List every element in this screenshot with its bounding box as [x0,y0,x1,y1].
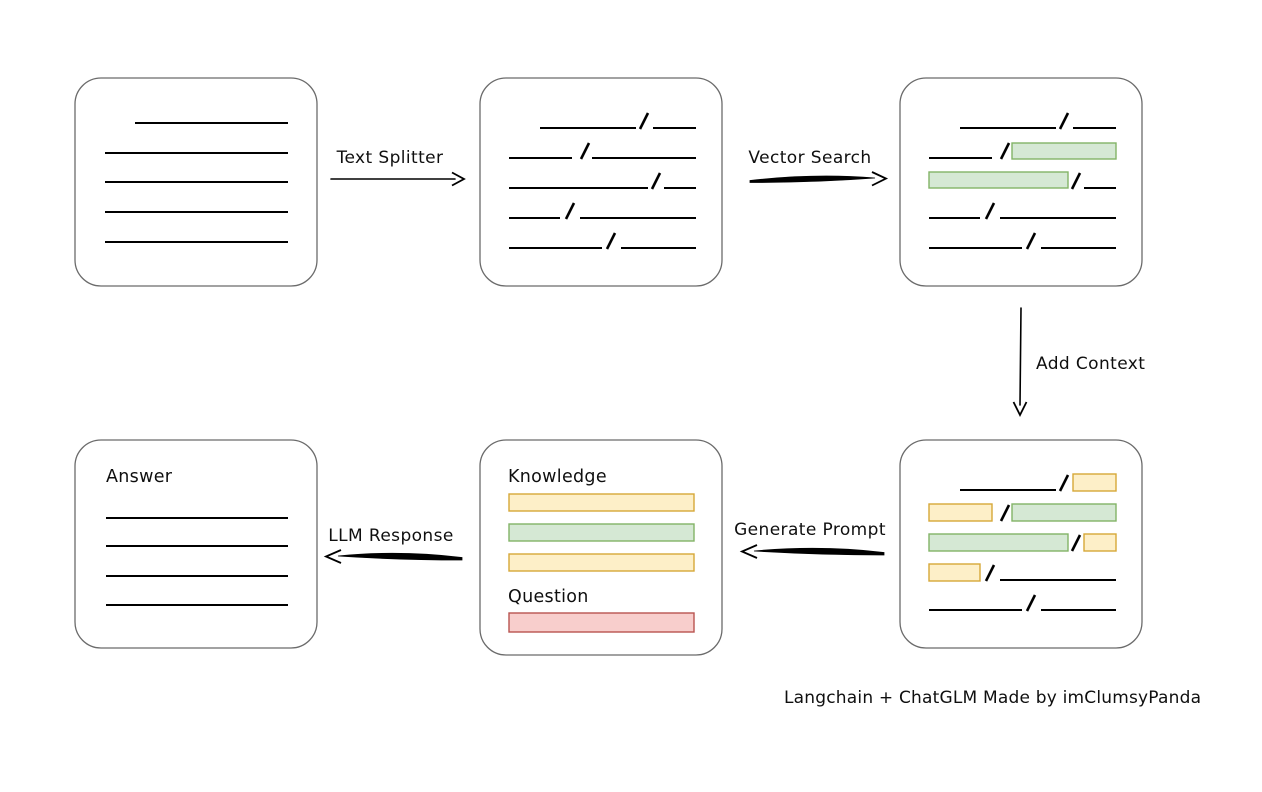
node-context-document[interactable] [899,439,1143,649]
highlight-yellow [1072,473,1117,492]
highlight-green [1011,503,1117,522]
edge-vector-search[interactable]: Vector Search [748,148,889,187]
knowledge-bar-yellow-1 [508,493,695,512]
edge-llm-response[interactable]: LLM Response [323,526,463,564]
node-source-document[interactable] [74,77,318,287]
highlight-yellow [928,563,981,582]
edge-label-add-context: Add Context [1036,354,1145,374]
node-split-chunks[interactable] [479,77,723,287]
arrowhead-icon [739,544,758,559]
highlight-yellow [928,503,993,522]
source-document-lines [105,122,288,243]
node-prompt-box[interactable]: Knowledge Question [479,439,723,656]
node-retrieved-chunks[interactable] [899,77,1143,287]
context-document-lines [928,473,1117,612]
highlight-yellow [1083,533,1117,552]
node-answer-box[interactable]: Answer [74,439,318,649]
edge-text-splitter[interactable]: Text Splitter [330,148,466,187]
answer-box[interactable] [74,439,318,649]
knowledge-bar-green-1 [508,523,695,542]
highlight-green [928,533,1069,552]
footer-credit: Langchain + ChatGLM Made by imClumsyPand… [784,688,1201,708]
arrowhead-icon [1012,401,1028,418]
knowledge-bar-yellow-2 [508,553,695,572]
arrowhead-icon [323,549,342,564]
arrowhead-icon [451,171,466,187]
retrieved-chunks-lines [928,112,1117,250]
edge-label-text-splitter: Text Splitter [336,148,444,168]
arrowhead-icon [871,171,889,187]
edge-add-context[interactable]: Add Context [1012,307,1146,418]
split-chunks-box[interactable] [479,77,723,287]
knowledge-label: Knowledge [508,467,607,487]
split-chunks-lines [509,112,696,250]
question-bar-red [508,612,695,633]
highlight-green [928,171,1069,189]
question-label: Question [508,587,589,607]
edge-generate-prompt[interactable]: Generate Prompt [734,520,886,559]
edge-label-llm-response: LLM Response [328,526,453,546]
highlight-green [1011,142,1117,160]
edge-label-generate-prompt: Generate Prompt [734,520,886,540]
answer-label: Answer [106,467,173,487]
answer-lines [106,517,288,606]
edge-label-vector-search: Vector Search [748,148,871,168]
